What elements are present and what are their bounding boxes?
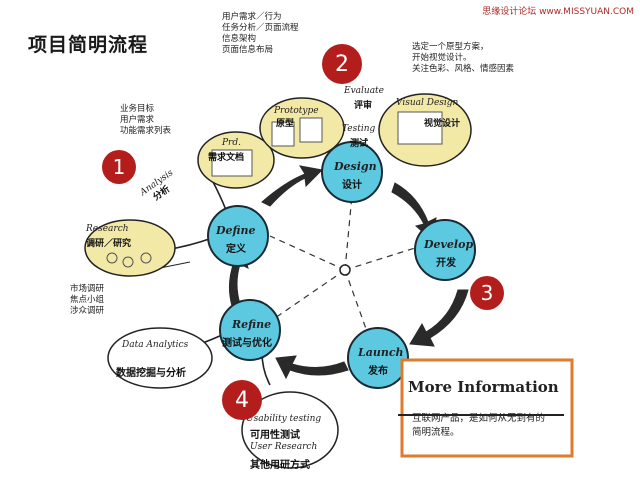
design-en: Design [334, 160, 377, 173]
visual-screen-sketch [397, 111, 443, 145]
userresearch-cn: 其他用研方式 [250, 460, 310, 471]
research-blob [84, 219, 176, 277]
center-hub [339, 264, 351, 276]
node-design [321, 141, 383, 203]
research-cn: 调研／研究 [86, 239, 132, 249]
spoke-define [269, 235, 346, 271]
usability-cn: 可用性测试 [250, 430, 300, 441]
research-person-1 [106, 252, 118, 264]
more-info-box [400, 358, 574, 458]
arrow-develop-launch [409, 289, 469, 347]
prd-doc-sketch [211, 149, 253, 177]
refine-en: Refine [232, 318, 272, 331]
node-define [207, 205, 269, 267]
testing-en: Testing [342, 124, 376, 134]
testing-cn: 测试 [350, 139, 369, 149]
arrow-launch-refine [275, 355, 349, 380]
research-methods-note: 市场调研 焦点小组 涉众调研 [70, 284, 105, 316]
develop-cn: 开发 [436, 258, 456, 269]
prototype-requirements-note: 用户需求／行为 任务分析／页面流程 信息架构 页面信息布局 [222, 12, 299, 55]
design-cn: 设计 [342, 180, 362, 191]
usability-blob [241, 391, 339, 469]
data-blob [107, 327, 213, 389]
spoke-develop [344, 247, 416, 271]
develop-en: Develop [424, 238, 474, 251]
prd-cn: 需求文档 [208, 153, 245, 163]
spoke-refine [274, 269, 346, 319]
define-cn: 定义 [226, 244, 246, 255]
data-cn: 数据挖掘与分析 [116, 368, 186, 379]
data-en: Data Analytics [122, 340, 189, 350]
spoke-launch [344, 269, 371, 341]
prd-requirements-note: 业务目标 用户需求 功能需求列表 [120, 104, 172, 136]
proto-page-1 [271, 121, 295, 147]
userresearch-en: User Research [250, 442, 318, 452]
launch-cn: 发布 [368, 366, 388, 377]
visual-cn: 视觉设计 [424, 119, 461, 129]
visual-requirements-note: 选定一个原型方案， 开始视觉设计。 关注色彩、风格、情感因素 [412, 42, 515, 74]
arrow-define-design [261, 165, 324, 207]
more-info-body: 互联网产品，是如何从无到有的 简明流程。 [412, 413, 546, 438]
research-person-2 [122, 256, 134, 268]
research-person-3 [140, 252, 152, 264]
evaluate-en: Evaluate [344, 86, 385, 96]
evaluate-cn: 评审 [354, 101, 373, 111]
prd-en: Prd. [222, 138, 241, 148]
spoke-design [344, 194, 353, 271]
launch-en: Launch [358, 346, 404, 359]
define-en: Define [216, 224, 256, 237]
node-refine [219, 299, 281, 361]
proto-page-2 [299, 117, 323, 143]
usability-en: Usability testing [246, 414, 322, 424]
refine-cn: 测试与优化 [222, 338, 272, 349]
node-launch [347, 327, 409, 389]
page-title: 项目简明流程 [28, 34, 149, 56]
step-badge-3: 3 [470, 276, 504, 310]
visual-en: Visual Design [396, 98, 459, 108]
more-info-divider [398, 414, 564, 416]
watermark: 思缘设计论坛 www.MISSYUAN.COM [482, 7, 634, 17]
prototype-cn: 原型 [276, 119, 295, 129]
node-develop [414, 219, 476, 281]
step-badge-2: 2 [322, 44, 362, 84]
research-en: Research [86, 224, 129, 234]
step-badge-4: 4 [222, 380, 262, 420]
prototype-en: Prototype [274, 106, 319, 116]
more-info-heading: More Information [408, 378, 559, 396]
step-badge-1: 1 [102, 150, 136, 184]
